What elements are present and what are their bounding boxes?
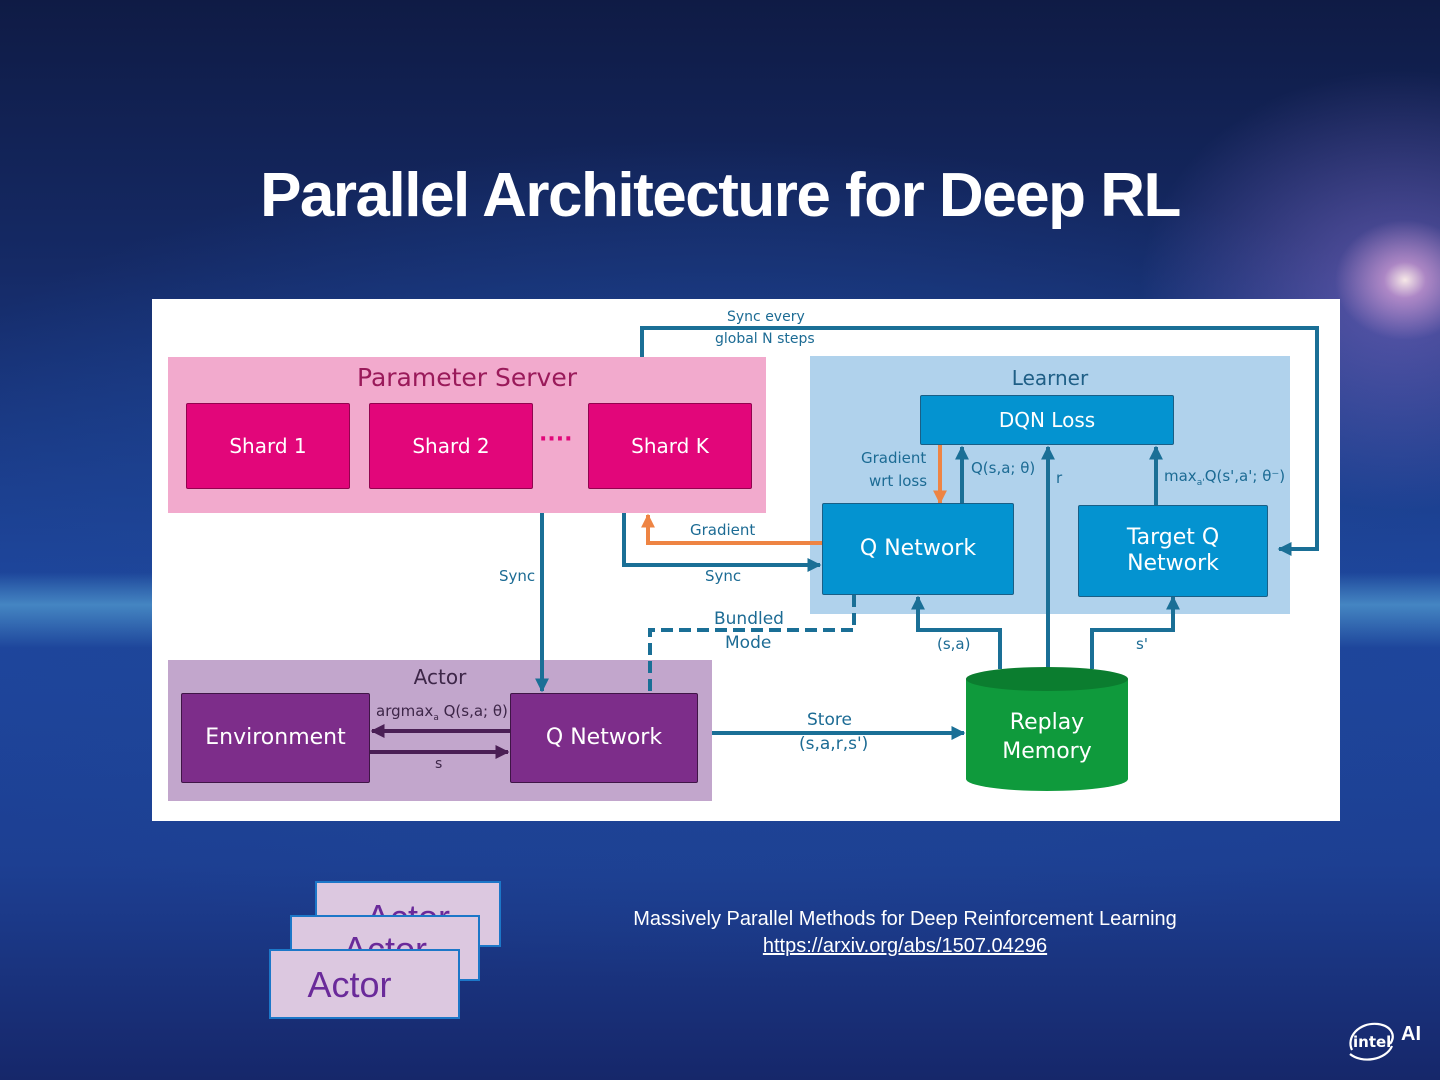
s-prime-label: s' [1136, 635, 1148, 653]
shard-1-box: Shard 1 [186, 403, 350, 489]
sync-every-label-line2: global N steps [715, 331, 815, 347]
target-q-network-line2: Network [1127, 551, 1219, 576]
target-q-network-box: Target Q Network [1078, 505, 1268, 597]
shard-k-box: Shard K [588, 403, 752, 489]
dqn-loss-box: DQN Loss [920, 395, 1174, 445]
target-max-label: maxa'Q(s',a'; θ⁻) [1164, 467, 1285, 488]
replay-memory-cylinder [966, 667, 1128, 791]
replay-memory-label: Replay Memory [966, 709, 1128, 766]
edge-bundled-mode [648, 595, 856, 693]
argmax-suffix: Q(s,a; θ) [443, 702, 508, 720]
target-q-network-line1: Target Q [1126, 524, 1220, 550]
ai-wordmark: AI [1401, 1023, 1421, 1045]
learner-q-network-box: Q Network [822, 503, 1014, 595]
replay-memory-line1: Replay [1009, 710, 1085, 735]
actor-card-front: Actor [269, 949, 460, 1019]
argmax-sub: a [433, 713, 439, 723]
sa-label: (s,a) [937, 635, 971, 653]
state-label: s [435, 756, 443, 772]
target-max-sub: a' [1196, 478, 1205, 488]
slide-title: Parallel Architecture for Deep RL [260, 161, 1181, 230]
environment-box: Environment [181, 693, 370, 783]
actor-q-network-box: Q Network [510, 693, 698, 783]
replay-memory-line2: Memory [1002, 738, 1092, 764]
edge-sync-every-n [640, 326, 1319, 556]
reward-label: r [1056, 469, 1063, 487]
target-max-suffix: Q(s',a'; θ⁻) [1204, 467, 1286, 485]
store-label-line2: (s,a,r,s') [799, 734, 869, 754]
sync-learner-label: Sync [705, 567, 742, 585]
actor-title: Actor [413, 665, 467, 689]
edge-sync-to-learner [622, 513, 822, 572]
shard-2-box: Shard 2 [369, 403, 533, 489]
architecture-diagram: Parameter Server Learner Actor [152, 299, 1340, 821]
argmax-label: argmaxa Q(s,a; θ) [376, 702, 508, 723]
reference-title: Massively Parallel Methods for Deep Rein… [633, 908, 1177, 930]
gradient-label: Gradient [690, 521, 756, 539]
target-max-prefix: max [1164, 467, 1197, 485]
sync-every-label-line1: Sync every [727, 309, 805, 325]
intel-wordmark: intel [1353, 1033, 1391, 1051]
argmax-prefix: argmax [376, 702, 434, 720]
edge-gradient [641, 513, 824, 545]
learner-title: Learner [1011, 366, 1089, 390]
parameter-server-title: Parameter Server [357, 363, 577, 392]
reference-link[interactable]: https://arxiv.org/abs/1507.04296 [762, 935, 1048, 957]
edge-sa [911, 595, 1002, 669]
intel-logo-icon: intel AI [1349, 1022, 1421, 1061]
shard-ellipsis: ···· [539, 427, 573, 452]
store-label-line1: Store [807, 710, 852, 730]
edge-s-prime [1090, 595, 1180, 669]
sync-actor-label: Sync [499, 567, 536, 585]
q-value-label: Q(s,a; θ) [971, 459, 1036, 477]
intel-ai-logo: intel AI [1344, 1016, 1428, 1066]
bundled-mode-line1: Bundled [714, 609, 784, 629]
edges-layer [370, 326, 1319, 791]
gradient-wrt-loss-line2: wrt loss [869, 472, 928, 490]
gradient-wrt-loss-line1: Gradient [861, 449, 927, 467]
bundled-mode-line2: Mode [725, 633, 772, 653]
